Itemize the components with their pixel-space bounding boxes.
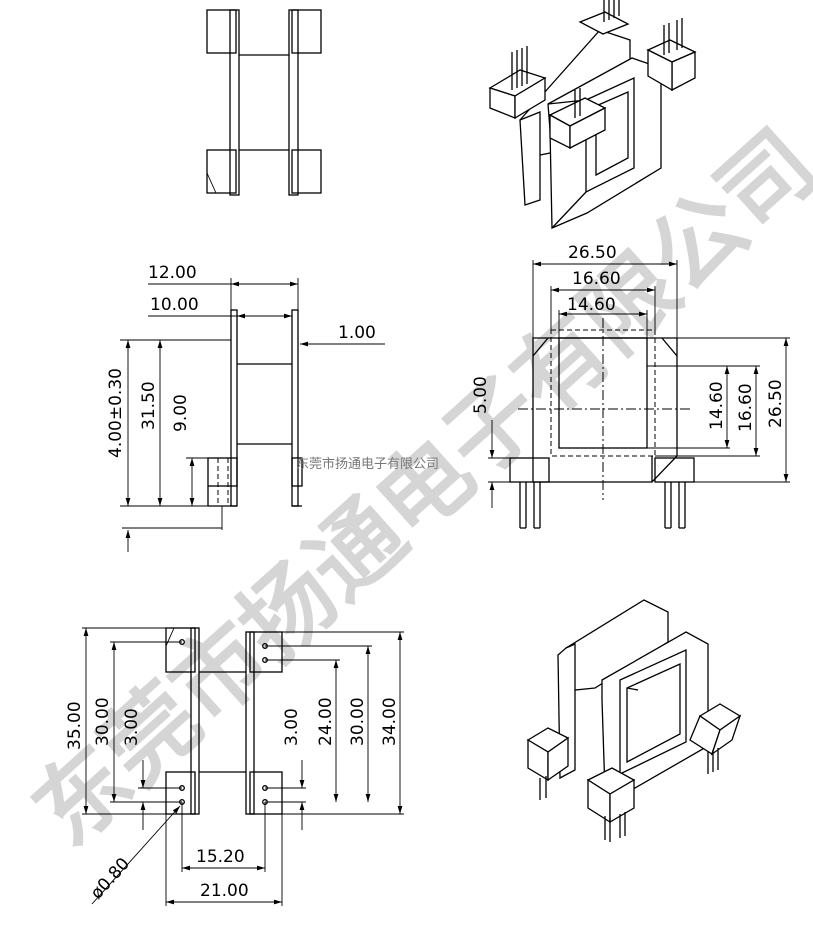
dim-35: 35.00	[65, 701, 85, 750]
bottom-view	[165, 627, 283, 815]
dim-26-top: 26.50	[568, 243, 617, 263]
dim-24: 24.00	[316, 697, 336, 746]
dim-16-top: 16.60	[572, 269, 621, 289]
side-view-dimensions: 12.00 10.00 1.00 4.00±0.30 31.50 9.00	[106, 263, 385, 552]
dim-26-right: 26.50	[766, 379, 786, 428]
dim-14-right: 14.60	[707, 381, 727, 430]
dim-1: 1.00	[338, 323, 376, 343]
dim-31: 31.50	[139, 381, 159, 430]
dim-16-right: 16.60	[736, 383, 756, 432]
dim-10: 10.00	[150, 295, 199, 315]
front-view-dimensions: 26.50 16.60 14.60 26.50 16.60 14.60 5.00	[471, 243, 790, 508]
dim-5: 5.00	[471, 376, 491, 414]
dim-pin-diameter: ø0.80	[87, 854, 134, 903]
isometric-view-bottom	[526, 599, 742, 842]
dim-3-left: 3.00	[122, 708, 142, 746]
dim-4: 4.00±0.30	[106, 368, 126, 458]
dim-34: 34.00	[380, 697, 400, 746]
dim-12: 12.00	[148, 263, 197, 283]
dim-9: 9.00	[171, 394, 191, 432]
watermark-small-text: 东莞市扬通电子有限公司	[296, 456, 439, 472]
dim-21: 21.00	[200, 881, 249, 901]
front-view	[509, 318, 695, 529]
top-view	[206, 9, 322, 196]
dim-14-top: 14.60	[567, 295, 616, 315]
dim-3-right: 3.00	[282, 708, 302, 746]
dim-30-right: 30.00	[348, 697, 368, 746]
isometric-view-top	[488, 0, 697, 229]
dim-30-left: 30.00	[93, 697, 113, 746]
dim-15: 15.20	[196, 847, 245, 867]
side-view	[207, 309, 303, 507]
